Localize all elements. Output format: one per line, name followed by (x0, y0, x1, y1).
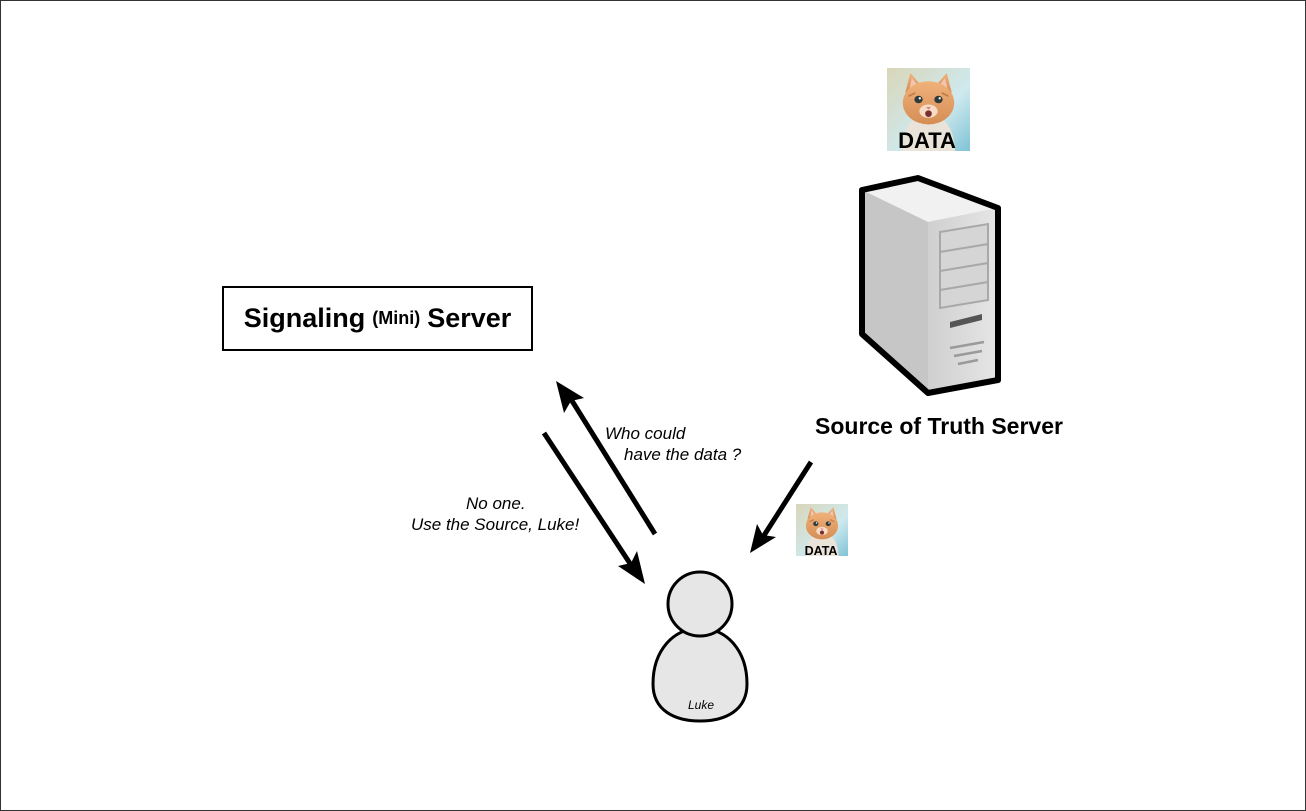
server-tower-icon (859, 175, 1001, 396)
question-text-line2: have the data ? (624, 445, 742, 464)
data-label-large: DATA (898, 128, 956, 153)
signaling-label-mini: (Mini) (372, 308, 421, 328)
arrow-question-to-signaling (556, 381, 658, 536)
signaling-server-box: Signaling (Mini) Server (222, 286, 533, 351)
source-of-truth-label: Source of Truth Server (815, 413, 1063, 439)
answer-text-line2: Use the Source, Luke! (411, 515, 580, 534)
question-text-line1: Who could (605, 424, 686, 443)
user-name-label: Luke (688, 698, 715, 712)
arrow-data-to-luke (750, 460, 814, 553)
arrow-answer-to-luke (541, 431, 645, 584)
signaling-label-end: Server (427, 303, 512, 333)
answer-text-line1: No one. (466, 494, 526, 513)
signaling-label-start: Signaling (243, 303, 366, 333)
user-icon (651, 570, 749, 723)
data-label-small: DATA (805, 544, 838, 558)
